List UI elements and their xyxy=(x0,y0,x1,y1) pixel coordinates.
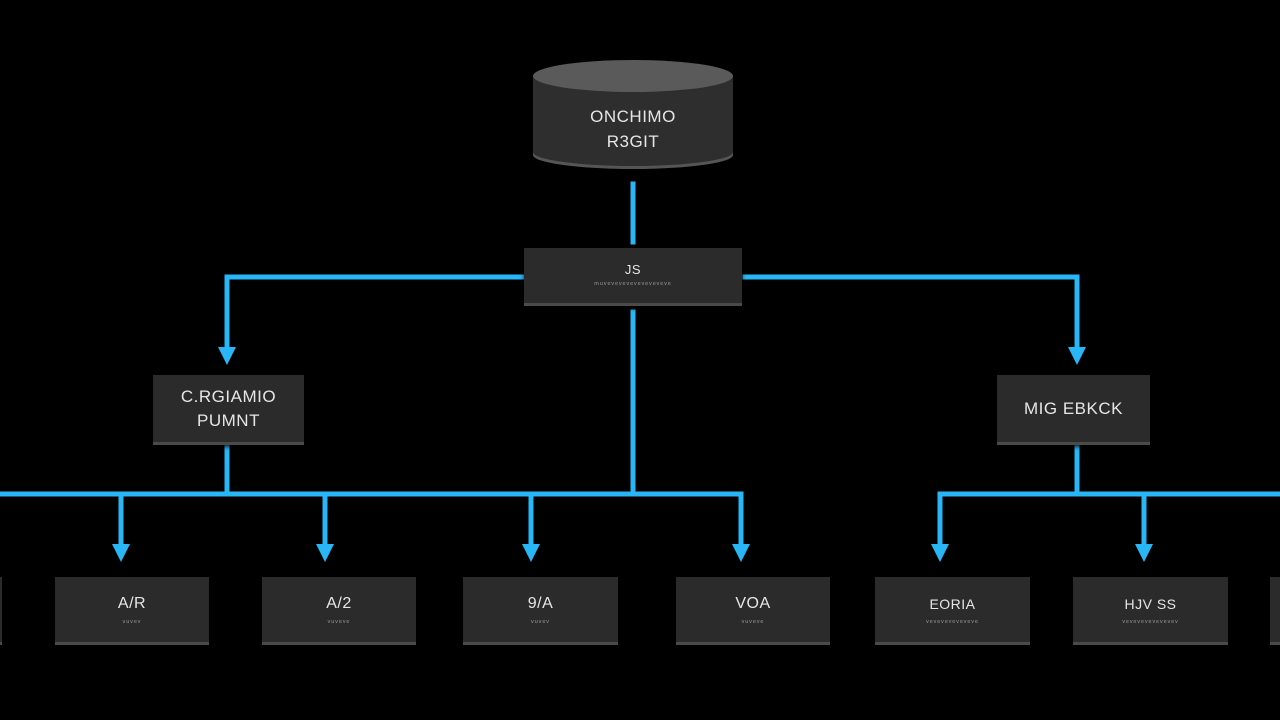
leaf-4-subtitle: ᵛᵘᵛᵉᵛᵉ xyxy=(741,617,765,627)
arrowhead-left-branch xyxy=(218,347,236,365)
hub-to-right-branch-line xyxy=(742,274,1080,355)
right-branch-label: MIG EBKCK xyxy=(1024,398,1123,418)
arrowhead-leaf-5 xyxy=(931,544,949,562)
left-branch-node[interactable]: C.RGIAMIO PUMNT xyxy=(153,375,304,445)
arrowhead-leaf-6 xyxy=(1135,544,1153,562)
leaf-2-subtitle: ᵛᵘᵛᵉᵛᵉ xyxy=(327,617,351,627)
leaf-2-title: A/2 xyxy=(326,594,352,612)
right-branch-node[interactable]: MIG EBKCK xyxy=(997,375,1150,445)
left-branch-label-line2: PUMNT xyxy=(197,410,260,430)
arrowhead-leaf-1 xyxy=(112,544,130,562)
leaf-node-edge-right xyxy=(1270,577,1280,645)
arrowhead-leaf-2 xyxy=(316,544,334,562)
hub-node[interactable]: JS ᵐᵘᵛᵉᵛᵉᵛᵉᵛᵉᵛᵉᵛᵉᵛᵉᵛᵉᵛᵉ xyxy=(524,248,742,306)
database-top xyxy=(533,60,733,92)
leaf-node-6[interactable]: HJV SS ᵛᵉᵛᵉᵛᵉᵛᵉᵛᵉᵛᵉᵛᵉᵛ xyxy=(1073,577,1228,645)
arrowhead-leaf-4 xyxy=(732,544,750,562)
leaf-node-edge-left xyxy=(0,577,2,645)
leaf-4-title: VOA xyxy=(735,594,771,612)
root-label-line2: R3GIT xyxy=(606,132,660,151)
leaf-node-5[interactable]: EORIA ᵛᵉᵛᵉᵛᵉᵛᵉᵛᵉᵛᵉᵛᵉ xyxy=(875,577,1030,645)
leaf-6-title: HJV SS xyxy=(1124,595,1177,612)
leaf-3-title: 9/A xyxy=(527,594,554,612)
arrowhead-right-branch xyxy=(1068,347,1086,365)
leaf-node-1[interactable]: A/R ᵛᵘᵛᵉᵛ xyxy=(55,577,209,645)
leaf-3-subtitle: ᵛᵘᵛᵉᵛ xyxy=(531,617,550,627)
leaf-6-subtitle: ᵛᵉᵛᵉᵛᵉᵛᵉᵛᵉᵛᵉᵛᵉᵛ xyxy=(1122,617,1179,627)
root-label: ONCHIMO R3GIT xyxy=(533,104,733,154)
leaf-node-3[interactable]: 9/A ᵛᵘᵛᵉᵛ xyxy=(463,577,618,645)
hub-subtitle: ᵐᵘᵛᵉᵛᵉᵛᵉᵛᵉᵛᵉᵛᵉᵛᵉᵛᵉᵛᵉ xyxy=(594,279,672,289)
root-label-line1: ONCHIMO xyxy=(590,107,676,126)
hub-to-left-branch-line xyxy=(224,274,525,355)
root-database-node[interactable]: ONCHIMO R3GIT xyxy=(533,60,733,176)
arrowhead-leaf-3 xyxy=(522,544,540,562)
leaf-node-4[interactable]: VOA ᵛᵘᵛᵉᵛᵉ xyxy=(676,577,830,645)
left-branch-label-line1: C.RGIAMIO xyxy=(180,386,277,406)
leaf-1-title: A/R xyxy=(117,594,147,612)
leaf-5-subtitle: ᵛᵉᵛᵉᵛᵉᵛᵉᵛᵉᵛᵉᵛᵉ xyxy=(926,617,979,627)
leaf-1-subtitle: ᵛᵘᵛᵉᵛ xyxy=(122,617,142,627)
hub-title: JS xyxy=(624,261,642,277)
leaf-node-2[interactable]: A/2 ᵛᵘᵛᵉᵛᵉ xyxy=(262,577,416,645)
leaf-5-title: EORIA xyxy=(929,595,976,612)
